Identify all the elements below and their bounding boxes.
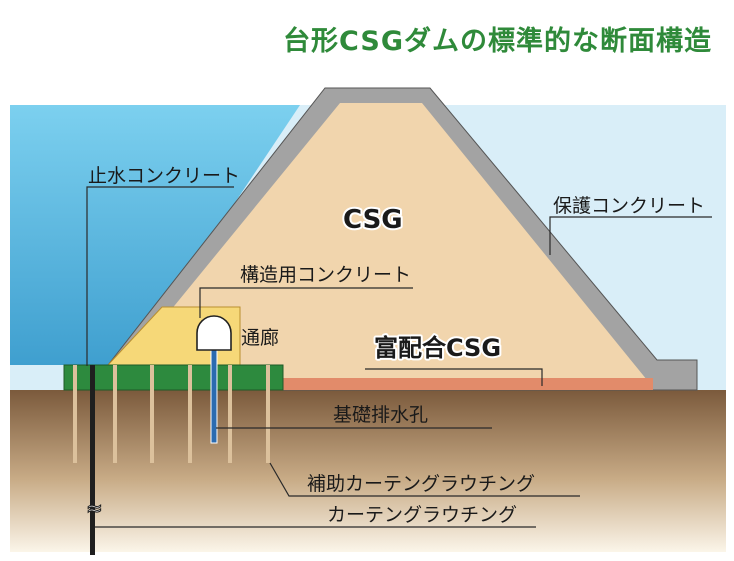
leader-cutoff-concrete [86,186,234,366]
grout-hole [228,365,232,463]
grout-hole [113,365,117,463]
grout-hole [73,365,77,463]
gallery-opening [196,315,232,351]
protective-concrete-label: 保護コンクリート [553,195,705,217]
structural-concrete-label: 構造用コンクリート [240,264,411,286]
curtain-grouting-line [90,365,95,555]
auxiliary-grouting-label: 補助カーテングラウチング [307,473,535,495]
cutoff-concrete-label: 止水コンクリート [88,165,240,187]
break-mark: ≈ [86,496,103,520]
auxiliary-grouting-holes [73,365,270,463]
leader-structural-concrete [199,287,413,318]
csg-dam-body [126,103,647,380]
grout-hole [150,365,154,463]
curtain-grouting-label: カーテングラウチング [327,504,517,526]
cutoff-concrete-slab [63,364,284,391]
reservoir-water [10,105,300,365]
grout-hole [188,365,192,463]
rich-csg-layer [283,378,653,390]
rich-csg-label: 富配合CSG [374,334,501,362]
foundation-drain-label: 基礎排水孔 [333,404,428,426]
foundation-ground [10,390,726,552]
diagram-title: 台形CSGダムの標準的な断面構造 [283,25,712,57]
csg-label: CSG [343,205,403,235]
grout-hole [266,365,270,463]
gallery-label: 通廊 [241,327,279,349]
leader-rich-csg [365,368,543,386]
leader-auxiliary-grouting [269,462,580,497]
leader-protective-concrete [549,216,712,255]
